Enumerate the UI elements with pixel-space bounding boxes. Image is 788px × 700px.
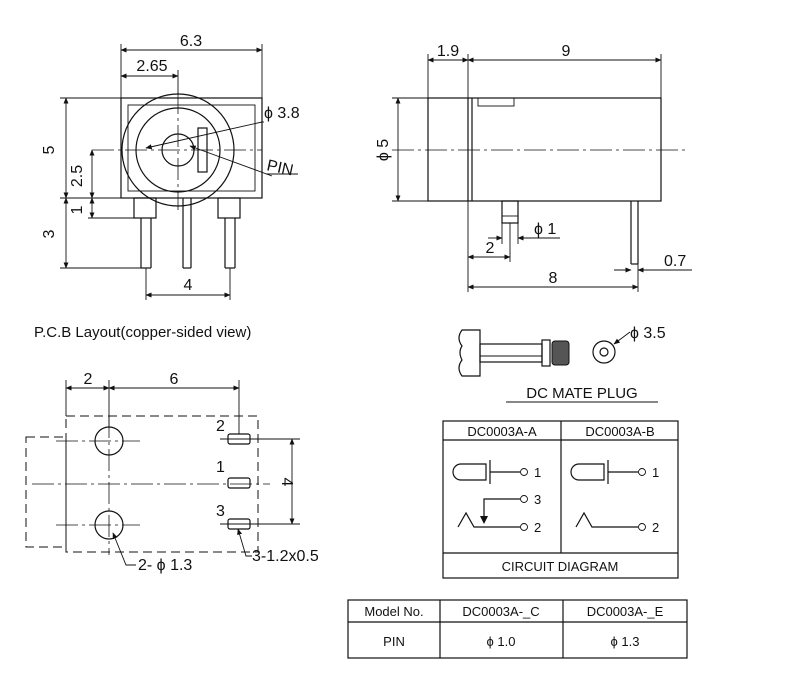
plug-caption: DC MATE PLUG <box>526 385 637 402</box>
dim-pin-offset-text: 2 <box>486 240 495 257</box>
front-body-outline <box>120 97 263 199</box>
circuit-a-terminal-3: 3 <box>534 492 541 507</box>
pin-label-text: PIN <box>265 157 295 179</box>
pcb-hole-bottom <box>94 510 124 540</box>
dim-height-text: 5 <box>41 145 58 154</box>
pcb-dim-left-text: 2 <box>84 371 93 388</box>
pad-number-3: 3 <box>216 503 225 520</box>
dim-pin-len-text: 3 <box>41 229 58 238</box>
dim-pin-pitch-text: 4 <box>184 277 193 294</box>
dim-center-y-text: 2.5 <box>69 165 86 187</box>
circuit-header-b: DC0003A-B <box>585 424 654 439</box>
front-foot-left <box>133 197 157 219</box>
pcb-dim-height-text: 4 <box>278 478 295 487</box>
circuit-a-pin-symbol <box>452 460 528 484</box>
dc-mate-plug: ϕ 3.5 DC MATE PLUG <box>458 325 666 403</box>
front-view: 6.3 2.65 ϕ 3.8 PIN 5 2.5 1 3 4 <box>41 33 300 300</box>
pcb-hole-label: 2- ϕ 1.3 <box>138 557 192 574</box>
plug-tip <box>551 340 570 366</box>
dim-body-text: 9 <box>562 43 571 60</box>
pcb-layout: P.C.B Layout(copper-sided view) 2 1 3 2 … <box>25 324 319 574</box>
pad-number-2: 2 <box>216 418 225 435</box>
dim-center-x-text: 2.65 <box>136 58 167 75</box>
plug-diameter-text: ϕ 3.5 <box>630 325 666 342</box>
dim-total-text: 8 <box>549 270 558 287</box>
side-view: 1.9 9 ϕ 5 ϕ 1 2 0.7 8 <box>375 43 692 292</box>
model-header-2: DC0003A-_E <box>587 604 664 619</box>
circuit-b-pin-symbol <box>570 460 646 484</box>
circuit-a-terminal-2: 2 <box>534 520 541 535</box>
circuit-b-terminal-1: 1 <box>652 465 659 480</box>
pcb-slot-label: 3-1.2x0.5 <box>252 548 319 565</box>
model-cell-c: ϕ 1.0 <box>487 634 516 649</box>
pcb-outline <box>65 415 259 553</box>
dim-step-text: 1 <box>69 205 86 214</box>
circuit-header-a: DC0003A-A <box>467 424 537 439</box>
circuit-a-terminal-1: 1 <box>534 465 541 480</box>
side-pin-front <box>501 200 519 224</box>
plug-head <box>458 329 481 377</box>
pcb-pad-1 <box>227 477 251 489</box>
circuit-b-terminal-2: 2 <box>652 520 659 535</box>
model-header-1: DC0003A-_C <box>462 604 539 619</box>
circuit-table-footer: CIRCUIT DIAGRAM <box>502 559 619 574</box>
circuit-table: DC0003A-A DC0003A-B 1 3 2 1 2 CIRCUI <box>442 420 679 579</box>
dim-pin-dia-text: ϕ 1 <box>534 221 556 238</box>
pcb-dim-span-text: 6 <box>170 371 179 388</box>
model-table: Model No. DC0003A-_C DC0003A-_E PIN ϕ 1.… <box>347 599 688 659</box>
model-header-0: Model No. <box>364 604 423 619</box>
side-body-outline <box>427 97 662 202</box>
model-cell-e: ϕ 1.3 <box>611 634 640 649</box>
dim-side-diameter-text: ϕ 5 <box>375 139 392 161</box>
dim-front-text: 1.9 <box>437 43 459 60</box>
dim-rear-pin-text: 0.7 <box>664 253 686 270</box>
plug-end-outer <box>592 340 616 364</box>
model-cell-pin: PIN <box>383 634 405 649</box>
front-foot-right <box>217 197 241 219</box>
dim-width-text: 6.3 <box>180 33 202 50</box>
dim-diameter-text: ϕ 3.8 <box>264 105 300 122</box>
pad-number-1: 1 <box>216 459 225 476</box>
pcb-layout-title: P.C.B Layout(copper-sided view) <box>34 324 251 341</box>
